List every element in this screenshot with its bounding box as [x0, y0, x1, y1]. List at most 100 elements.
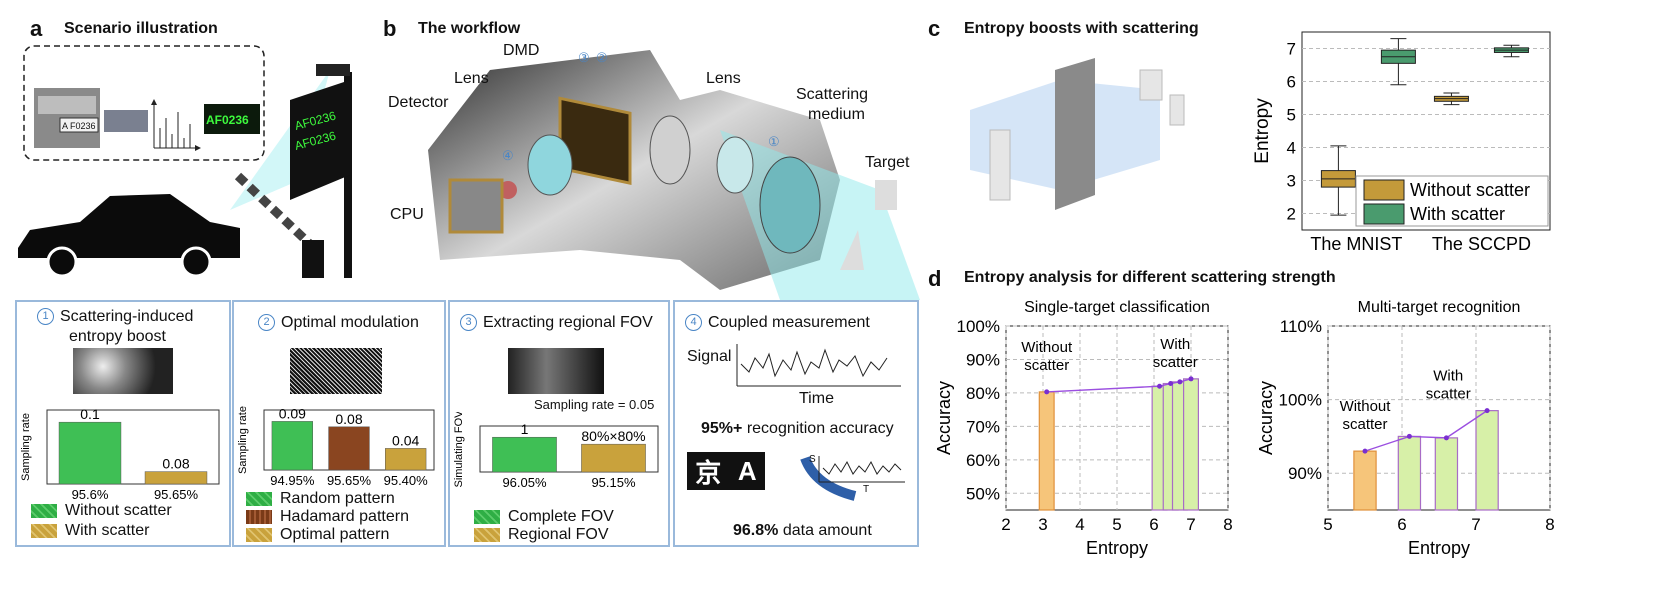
scattering-label-1: Scattering [796, 86, 869, 103]
panel-d-title: Entropy analysis for different scatterin… [964, 269, 1336, 286]
y-tick-label: 2 [1287, 205, 1296, 224]
y-tick-label: 80% [966, 384, 1000, 403]
t-label: T [863, 484, 870, 495]
x-tick-label: 8 [1223, 515, 1232, 534]
detector-label: Detector [388, 94, 449, 111]
bar [1434, 437, 1459, 511]
y-axis-label: Accuracy [934, 381, 954, 455]
annotation-without-2: scatter [1342, 416, 1387, 433]
barrier-arm [234, 172, 316, 250]
bar [328, 426, 370, 471]
data-point [1443, 435, 1449, 441]
data-point [1044, 389, 1050, 395]
bar-value-label: 80%×80% [581, 428, 645, 444]
data-point [1484, 408, 1490, 414]
x-tick-label: 5 [1323, 515, 1332, 534]
plot-frame [479, 425, 659, 473]
lens-1 [527, 134, 573, 196]
single-target-chart: Single-target classification50%60%70%80%… [934, 299, 1233, 558]
legend-label: Without scatter [1410, 180, 1530, 200]
callout-box [23, 45, 265, 161]
target-label: Target [865, 154, 910, 171]
signal-label: Signal [687, 348, 732, 365]
fov-image [508, 348, 604, 394]
scattering-illustration [970, 58, 1185, 210]
y-axis-label: Sampling rate [237, 406, 249, 474]
arrow-and-trace [800, 456, 905, 501]
legend-swatch [1363, 203, 1405, 225]
x-tick-label: The MNIST [1310, 234, 1402, 254]
accuracy-text: 95%+ recognition accuracy [701, 420, 894, 437]
panel-a-title: Scenario illustration [64, 20, 218, 37]
panel-b-label: b [383, 16, 397, 41]
lens-3 [716, 136, 754, 194]
bar [1183, 378, 1200, 511]
scattering-medium [759, 156, 821, 254]
bar [271, 421, 313, 471]
x-tick-label: 2 [1001, 515, 1010, 534]
annotation-with-1: With [1433, 368, 1463, 385]
bar-caption: 94.95% [270, 473, 315, 488]
bar [144, 471, 208, 485]
panel-d-label: d [928, 266, 942, 291]
scattering-slab [1055, 58, 1095, 210]
bar-value-label: 0.1 [80, 406, 100, 422]
wheel-icon [46, 246, 78, 278]
sub1-legend-1: Without scatter [31, 502, 172, 520]
legend-swatch [1363, 179, 1405, 201]
x-tick-label: 8 [1545, 515, 1554, 534]
dmd-chip [558, 96, 632, 185]
x-axis-label: Entropy [1408, 538, 1470, 558]
cpu-chip [448, 178, 504, 234]
sub2-legend-3: Optimal pattern [246, 526, 389, 544]
y-axis-label: Entropy [1252, 98, 1273, 164]
dmd-label: DMD [503, 42, 540, 59]
legend-label: With scatter [1410, 204, 1505, 224]
bar [1353, 450, 1377, 511]
camera-icon [316, 64, 350, 76]
plate-text: A F0236 [62, 121, 96, 131]
y-tick-label: 90% [1288, 464, 1322, 483]
x-tick-label: The SCCPD [1432, 234, 1531, 254]
x-tick-label: 5 [1112, 515, 1121, 534]
bar [1397, 435, 1422, 511]
y-tick-label: 60% [966, 451, 1000, 470]
plot-frame [46, 409, 220, 485]
bar [385, 448, 427, 471]
y-tick-label: 100% [1279, 391, 1322, 410]
device-housing [428, 50, 840, 290]
bar [1038, 391, 1055, 511]
sub1-title-line2: entropy boost [69, 328, 166, 345]
speckle-image [73, 348, 173, 394]
panel-a-label: a [30, 16, 43, 41]
data-point [1406, 433, 1412, 439]
bar-caption: 96.05% [502, 475, 547, 490]
scattering-label-2: medium [808, 106, 865, 123]
bar-caption: 95.15% [591, 475, 636, 490]
target-shape-1 [1139, 69, 1163, 101]
y-axis-label: Accuracy [1256, 381, 1276, 455]
x-tick-label: 7 [1186, 515, 1195, 534]
bar-value-label: 0.09 [279, 405, 306, 421]
y-tick-label: 70% [966, 417, 1000, 436]
data-point [1362, 448, 1368, 454]
annotation-without-1: Without [1021, 339, 1073, 356]
plate-reconstruction: AF0236 [206, 113, 249, 127]
marker-4: ④ [502, 148, 514, 163]
bar [581, 443, 646, 473]
annotation-with-2: scatter [1153, 354, 1198, 371]
lens-label-2: Lens [706, 70, 741, 87]
wheel-icon [180, 246, 212, 278]
marker-1: ① [768, 134, 780, 149]
barrier-base [302, 240, 324, 278]
bar-caption: 95.65% [154, 487, 199, 502]
